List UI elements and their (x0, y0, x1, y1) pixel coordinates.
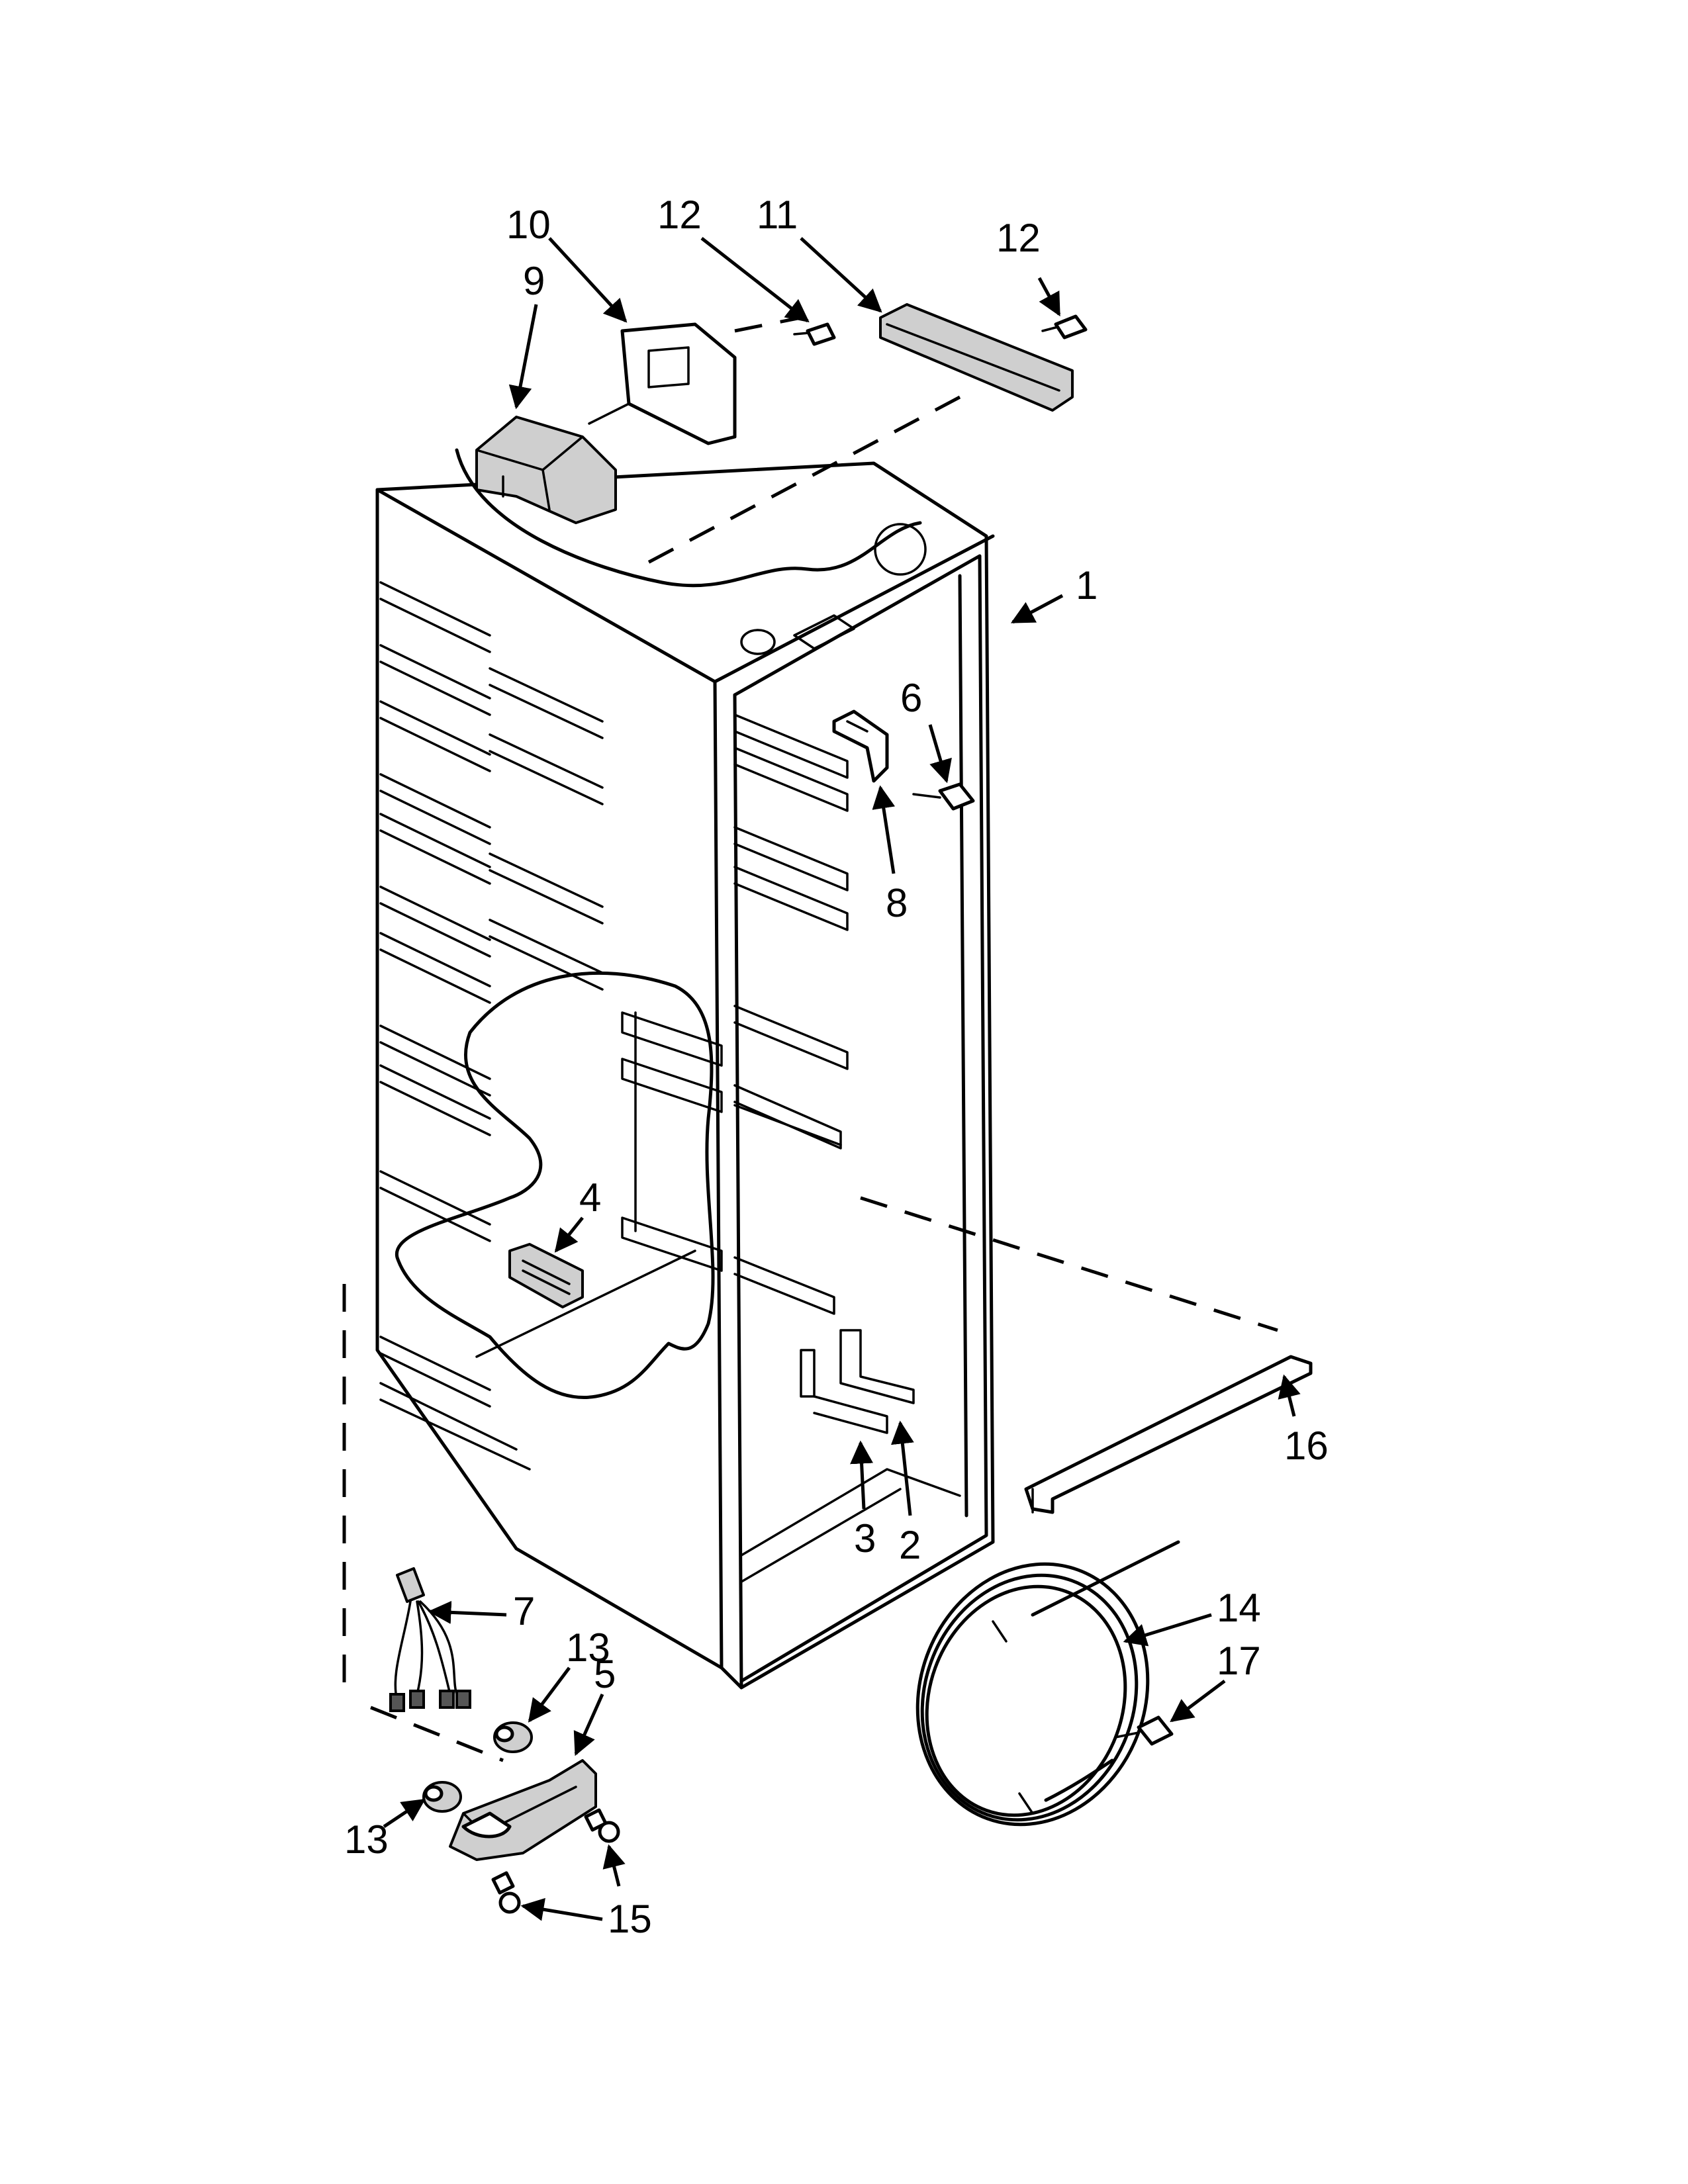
callout-6: 6 (900, 676, 922, 720)
control-housing-part-9 (475, 416, 617, 524)
callout-14: 14 (1217, 1586, 1261, 1630)
cross-brace-part-16 (1024, 1355, 1313, 1514)
callout-arrows (383, 237, 1301, 1921)
callout-4: 4 (579, 1175, 601, 1220)
left-shelf-rails (379, 581, 604, 1471)
screw-part-12-left (793, 322, 836, 346)
housing-part-5 (449, 1759, 597, 1861)
callout-16: 16 (1284, 1424, 1329, 1468)
callout-17: 17 (1217, 1639, 1261, 1683)
support-rail-part-11 (879, 303, 1074, 412)
cabinet-liner (375, 448, 995, 1690)
light-socket-part-4 (508, 1243, 584, 1308)
screw-part-6 (912, 782, 975, 811)
callout-9: 9 (523, 259, 545, 303)
wire-harness-part-7 (389, 1567, 471, 1712)
knob-part-13-lower (422, 1781, 462, 1813)
callout-3: 3 (854, 1516, 876, 1561)
callout-10: 10 (506, 203, 551, 247)
screw-part-17 (1114, 1715, 1174, 1746)
callout-13-lower: 13 (344, 1817, 389, 1862)
callout-11: 11 (757, 193, 798, 237)
knob-part-13-upper (493, 1721, 533, 1753)
callout-7: 7 (513, 1589, 535, 1633)
mounting-bracket-part-10 (588, 322, 737, 445)
callout-8: 8 (886, 881, 908, 925)
callout-13-upper: 13 (566, 1625, 610, 1670)
right-shelf-rails (733, 713, 849, 1315)
screw-part-15-lower (491, 1871, 521, 1914)
callout-1: 1 (1076, 563, 1098, 608)
assembly-guide-lines (342, 316, 1278, 1762)
callout-12-left: 12 (657, 193, 702, 237)
callout-labels: 10 9 12 11 12 1 6 8 4 3 2 16 7 13 5 13 1… (344, 193, 1329, 1941)
callout-2: 2 (899, 1523, 921, 1567)
callout-5: 5 (594, 1652, 616, 1696)
callout-12-right: 12 (996, 216, 1041, 260)
callout-15: 15 (608, 1897, 652, 1941)
shelf-bracket-part-8 (832, 709, 889, 783)
screw-part-12-right (1041, 314, 1088, 340)
water-tube-part-14 (915, 1540, 1180, 1827)
screw-part-15-upper (584, 1808, 620, 1843)
